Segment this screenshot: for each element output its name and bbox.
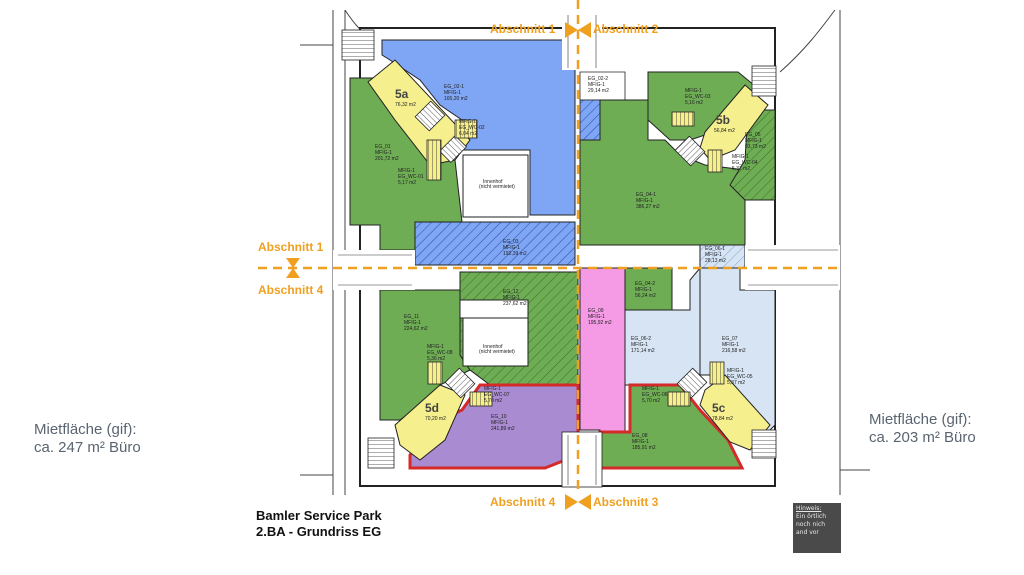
stair-5d [444, 367, 476, 399]
hint-line-1: Ein örtlich [796, 513, 827, 520]
stair-ne-corner [751, 65, 777, 97]
core-5d-label: 5d [425, 401, 439, 415]
core-5a-area: 76,32 m2 [395, 102, 416, 108]
room-eg-09 [579, 267, 626, 433]
corridor-south [561, 431, 603, 488]
plan-title-line1: Bamler Service Park [256, 508, 382, 523]
rental-area-right-line2: ca. 203 m² Büro [869, 429, 976, 446]
section-label-left-lower: Abschnitt 4 [258, 283, 324, 297]
section-label-top-right: Abschnitt 2 [593, 22, 659, 36]
room-eg-03 [414, 221, 576, 266]
stair-5a [414, 100, 446, 132]
rental-area-right-line1: Mietfläche (gif): [869, 411, 972, 428]
stair-5a-2 [438, 134, 468, 164]
core-5b-label: 5b [716, 113, 730, 127]
core-5d-area: 70,20 m2 [425, 416, 446, 422]
rental-area-left-line2: ca. 247 m² Büro [34, 439, 141, 456]
core-5d-shape [394, 384, 466, 461]
room-eg-02-2 [579, 71, 626, 141]
stair-5b [674, 135, 706, 167]
wc-01-area [426, 139, 442, 181]
section-lines [258, 0, 840, 495]
hint-line-3: and vor [796, 529, 819, 536]
core-5b-area: 56,84 m2 [714, 128, 735, 134]
room-eg-05 [729, 109, 776, 201]
wc-02-area [454, 119, 478, 139]
label-courtyard-bottom: Innenhof(nicht vermietet) [479, 344, 515, 355]
wc-03-area [671, 111, 695, 127]
stair-5c [676, 367, 708, 399]
section-markers [286, 22, 591, 510]
stair-se-corner [751, 429, 777, 459]
stair-sw-corner [367, 437, 395, 469]
wc-05-area [709, 361, 725, 385]
courtyard-top [462, 154, 529, 218]
core-5c-label: 5c [712, 401, 726, 415]
rental-area-note-left: Mietfläche (gif): ca. 247 m² Büro [34, 421, 141, 457]
label-courtyard-top: Innenhof(nicht vermietet) [479, 179, 515, 190]
hint-title: Hinweis: [796, 505, 822, 512]
section-label-top-left: Abschnitt 1 [490, 22, 556, 36]
section-label-bottom-left: Abschnitt 4 [490, 495, 556, 509]
plan-title-line2: 2.BA - Grundriss EG [256, 524, 382, 539]
section-label-left-upper: Abschnitt 1 [258, 240, 324, 254]
corridor-west [333, 250, 415, 290]
wc-07-area [469, 391, 493, 407]
core-5a-label: 5a [395, 87, 409, 101]
hint-line-2: noch nich [796, 521, 826, 528]
rental-area-left-line1: Mietfläche (gif): [34, 421, 137, 438]
corridor-hatch [338, 15, 838, 485]
rental-area-note-right: Mietfläche (gif): ca. 203 m² Büro [869, 411, 976, 447]
courtyard-bottom [462, 317, 529, 367]
corridor-north [562, 10, 602, 70]
wc-04-area [707, 149, 723, 173]
section-label-bottom-right: Abschnitt 3 [593, 495, 659, 509]
wc-06-area [667, 391, 691, 407]
stair-nw-corner [341, 29, 375, 61]
core-5c-area: 78,84 m2 [712, 416, 733, 422]
hint-box: Hinweis: Ein örtlich noch nich and vor [793, 503, 841, 553]
plan-title: Bamler Service Park 2.BA - Grundriss EG [256, 508, 382, 540]
wc-08-area [427, 361, 443, 385]
